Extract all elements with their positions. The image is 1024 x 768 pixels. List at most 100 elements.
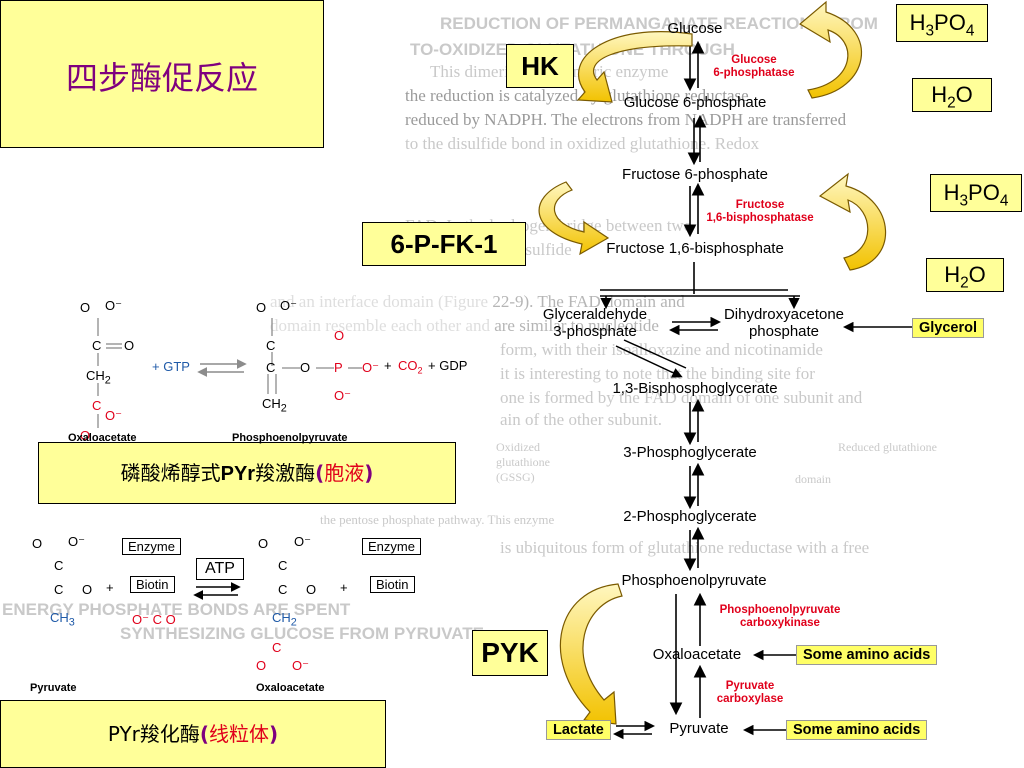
reaction2-pyruvate: Pyruvate (30, 682, 77, 694)
atom-o: O (32, 536, 43, 551)
metabolite-pep: Phosphoenolpyruvate (621, 572, 767, 589)
biotin-box: Biotin (130, 576, 175, 593)
pc-cn-paren-close: ) (269, 722, 279, 746)
label-pepck-cn: 磷酸烯醇式PYr羧激酶(胞液) (38, 442, 456, 504)
bg-line: domain (795, 472, 831, 486)
fbpase-line2: 1,6-bisphosphatase (706, 212, 814, 224)
reaction1-plus: + (384, 358, 392, 373)
reaction2-plus: + (106, 580, 114, 595)
atom-o-minus: O⁻ (105, 298, 122, 313)
atom-o-minus: O⁻ (280, 298, 297, 313)
bg-line: it is interesting to note that the bindi… (500, 364, 815, 383)
reaction2-oxaloacetate: Oxaloacetate (256, 682, 325, 694)
atom-o-minus: O⁻ (362, 360, 379, 375)
page-title: 四步酶促反应 (65, 59, 258, 97)
atom-o: O (300, 360, 311, 375)
pepck-cn-paren-close: ) (364, 461, 374, 485)
metabolite-some-amino-acids-1: Some amino acids (796, 645, 938, 665)
bg-line: SYNTHESIZING GLUCOSE FROM PYRUVATE (120, 624, 484, 643)
metabolite-pyruvate: Pyruvate (669, 720, 729, 737)
atom-o-minus: O⁻ (294, 534, 311, 549)
label-6-p-fk-1: 6-P-FK-1 (362, 222, 526, 266)
atom-c: C (54, 558, 64, 573)
atom-o: O (124, 338, 135, 353)
pc-cn-location: 线粒体 (209, 722, 270, 746)
reaction1-oxaloacetate: Oxaloacetate (68, 432, 137, 444)
gap-line1: Glyceraldehyde (542, 306, 648, 323)
bg-line: form, with their isoalloxazine and nicot… (500, 340, 823, 359)
dhap-line1: Dihydroxyacetone (723, 306, 845, 323)
enzyme-box: Enzyme (122, 538, 181, 555)
enzyme-box: Enzyme (362, 538, 421, 555)
bg-line: ain of the other subunit. (500, 410, 662, 429)
metabolite-2pg: 2-Phosphoglycerate (623, 508, 757, 525)
atom-o: O (80, 300, 91, 315)
bg-line: to the disulfide bond in oxidized glutat… (405, 134, 760, 153)
enzyme-pc: Pyruvate carboxylase (700, 680, 800, 706)
reaction2-plus: + (340, 580, 348, 595)
atom-o: O (258, 536, 269, 551)
metabolite-gap: Glyceraldehyde 3-phosphate (530, 306, 660, 340)
atom-p: P (334, 360, 343, 375)
bg-line: the reduction is catalyzed by glutathion… (405, 86, 749, 105)
gap-line2: 3-phosphate (553, 323, 637, 340)
atom-o: O (256, 658, 267, 673)
pc-cn-paren-open: ( (199, 722, 210, 746)
enzyme-fbpase: Fructose 1,6-bisphosphatase (700, 199, 820, 225)
atp-box: ATP (196, 558, 244, 580)
bg-line: reduced by NADPH. The electrons from NAD… (405, 110, 847, 129)
atom-o: O (82, 582, 93, 597)
dhap-line2: phosphate (748, 323, 820, 340)
atom-c: C (266, 338, 276, 353)
bg-line: one is formed by the FAD domain of one s… (500, 388, 863, 407)
g6pase-line2: 6-phosphatase (713, 67, 795, 79)
carboxyl-group: O⁻ C O (132, 612, 176, 627)
pc-line1: Pyruvate (725, 680, 775, 692)
fbpase-line1: Fructose (735, 199, 785, 211)
metabolite-dhap: Dihydroxyacetone phosphate (714, 306, 854, 340)
reaction1-gdp: + GDP (428, 358, 468, 373)
metabolite-lactate: Lactate (546, 720, 611, 740)
label-pc-cn: PYr羧化酶(线粒体) (0, 700, 386, 768)
enzyme-g6pase: Glucose 6-phosphatase (704, 54, 804, 80)
bg-line: Oxidized glutathione (GSSG) (496, 440, 550, 484)
atom-c: C (272, 640, 282, 655)
atom-c: C (92, 398, 102, 413)
bg-line: Reduced glutathione (838, 440, 937, 454)
reaction1-co2: CO2 (398, 358, 423, 376)
label-h3po4-2: H3PO4 (930, 174, 1022, 212)
pepck-cn-mid: 羧激酶 (255, 461, 316, 485)
g6pase-line1: Glucose (731, 54, 777, 66)
atom-c: C (266, 360, 276, 375)
reaction1-pep: Phosphoenolpyruvate (232, 432, 348, 444)
metabolite-f6p: Fructose 6-phosphate (622, 166, 768, 183)
metabolite-glycerol: Glycerol (912, 318, 985, 338)
metabolite-g6p: Glucose 6-phosphate (623, 94, 767, 111)
atom-o-minus: O⁻ (292, 658, 309, 673)
enzyme-pepck: Phosphoenolpyruvate carboxykinase (700, 604, 860, 630)
atom-c: C (92, 338, 102, 353)
pepck-cn-bold: PYr (220, 463, 256, 485)
atom-o: O (334, 328, 345, 343)
atom-ch2: CH2 (86, 368, 111, 387)
label-h2o-2: H2O (926, 258, 1004, 292)
atom-c: C (278, 582, 288, 597)
atom-ch3: CH3 (50, 610, 75, 629)
reaction1-panel (28, 282, 492, 442)
atom-c: C (54, 582, 64, 597)
metabolite-bpg: 1,3-Bisphosphoglycerate (612, 380, 778, 397)
label-h3po4-1: H3PO4 (896, 4, 988, 42)
atom-o: O (306, 582, 317, 597)
reaction1-gtp: + GTP (152, 359, 190, 374)
atom-o: O (80, 428, 91, 443)
pepck-line2: carboxykinase (740, 617, 820, 629)
pepck-line1: Phosphoenolpyruvate (719, 604, 841, 616)
atom-o: O (256, 300, 267, 315)
atom-c: C (278, 558, 288, 573)
label-pyk: PYK (472, 630, 548, 676)
metabolite-f16bp: Fructose 1,6-bisphosphate (606, 240, 784, 257)
bg-line: is ubiquitous form of glutathione reduct… (500, 538, 870, 557)
label-h2o-1: H2O (912, 78, 992, 112)
bg-line: ENERGY PHOSPHATE BONDS ARE SPENT (2, 600, 351, 619)
